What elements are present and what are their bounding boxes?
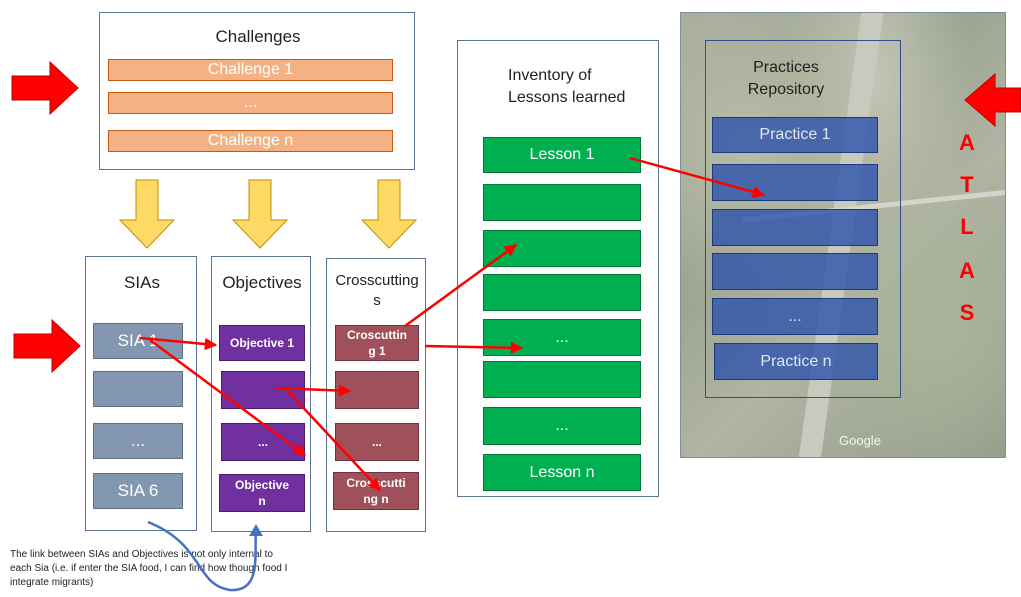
sia-item: ... bbox=[93, 423, 183, 459]
objective-item: Objective n bbox=[219, 474, 305, 512]
challenge-item: ... bbox=[108, 92, 393, 114]
lesson-item: Lesson n bbox=[483, 454, 641, 491]
red-block-arrow-icon bbox=[964, 72, 1021, 128]
practice-item bbox=[712, 164, 878, 201]
challenge-item: Challenge 1 bbox=[108, 59, 393, 81]
lesson-item: Lesson 1 bbox=[483, 137, 641, 173]
connector-arrow bbox=[284, 387, 381, 491]
sias-title: SIAs bbox=[124, 273, 160, 292]
practices-title: Practices Repository bbox=[747, 59, 825, 98]
challenges-title: Challenges bbox=[215, 27, 301, 46]
map-watermark: Google bbox=[839, 433, 881, 448]
crosscutting-title: Crosscutting s bbox=[335, 272, 419, 309]
objectives-title: Objectives bbox=[222, 273, 302, 292]
connector-arrow bbox=[274, 384, 352, 397]
lesson-item: ... bbox=[483, 319, 641, 356]
atlas-letter: T bbox=[960, 172, 974, 197]
connector-arrow bbox=[149, 338, 307, 457]
atlas-letter: A bbox=[959, 258, 975, 283]
atlas-letter: A bbox=[959, 130, 975, 155]
yellow-down-arrow-icon bbox=[118, 179, 176, 249]
practice-item bbox=[712, 209, 878, 246]
objective-item: Objective 1 bbox=[219, 325, 305, 361]
objectives-box: Objectives Objective 1 ... Objective n bbox=[211, 256, 311, 532]
connector-arrow bbox=[139, 336, 218, 351]
practice-item: ... bbox=[712, 298, 878, 335]
objective-item: ... bbox=[221, 423, 305, 461]
sia-item: SIA 6 bbox=[93, 473, 183, 509]
practice-item: Practice 1 bbox=[712, 117, 878, 153]
yellow-down-arrow-icon bbox=[231, 179, 289, 249]
lesson-item bbox=[483, 274, 641, 311]
challenge-item: Challenge n bbox=[108, 130, 393, 152]
curved-link-arrowhead-icon bbox=[249, 524, 263, 536]
practices-box: Practices Repository Practice 1 ... Prac… bbox=[705, 40, 901, 398]
footnote: The link between SIAs and Objectives is … bbox=[10, 549, 288, 588]
lessons-box: Inventory of Lessons learned Lesson 1 ..… bbox=[457, 40, 659, 497]
crosscutting-item: Croscuttin g 1 bbox=[335, 325, 419, 361]
sias-box: SIAs SIA 1 ... SIA 6 bbox=[85, 256, 197, 531]
connector-arrow bbox=[404, 243, 518, 328]
lessons-title: Inventory of Lessons learned bbox=[508, 67, 626, 106]
connector-arrow bbox=[629, 156, 766, 199]
lesson-item: ... bbox=[483, 407, 641, 445]
yellow-down-arrow-icon bbox=[360, 179, 418, 249]
practice-item bbox=[712, 253, 878, 290]
red-block-arrow-icon bbox=[11, 60, 79, 116]
curved-link-arrow bbox=[147, 520, 258, 592]
sia-item bbox=[93, 371, 183, 407]
atlas-letter: L bbox=[960, 214, 974, 239]
atlas-letter: S bbox=[959, 300, 975, 325]
red-block-arrow-icon bbox=[13, 318, 81, 374]
challenges-box: Challenges Challenge 1 ... Challenge n bbox=[99, 12, 415, 170]
practice-item: Practice n bbox=[714, 343, 878, 380]
connector-arrow bbox=[424, 341, 524, 355]
lesson-item bbox=[483, 184, 641, 221]
lesson-item bbox=[483, 361, 641, 398]
